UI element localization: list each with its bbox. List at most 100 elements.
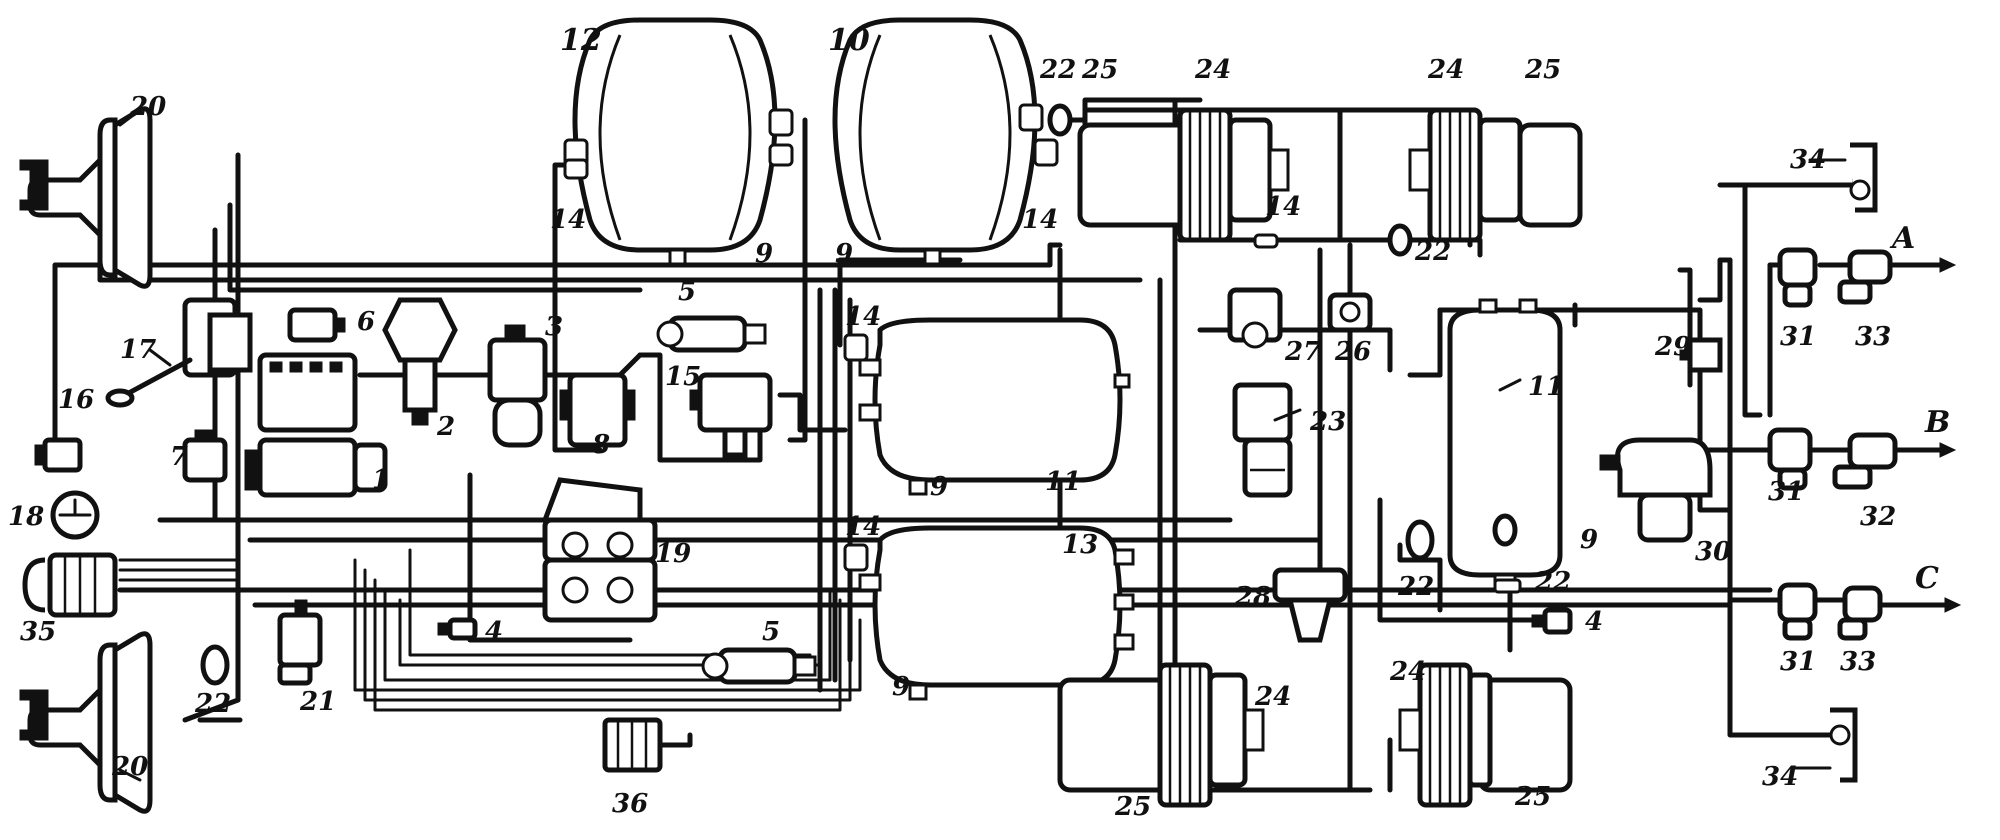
label-22a: 22 <box>1039 55 1076 85</box>
receiver-10 <box>832 17 1038 266</box>
brake-valve <box>541 477 658 623</box>
label-12: 12 <box>560 23 602 58</box>
label-33b: 33 <box>1840 647 1876 677</box>
label-9b: 9 <box>835 239 853 269</box>
label-36: 36 <box>612 789 648 819</box>
label-outlet-c: C <box>1915 561 1939 596</box>
label-24d: 24 <box>1389 657 1426 687</box>
label-18: 18 <box>8 502 44 532</box>
front-brake-chamber-top <box>19 106 153 289</box>
indicator-35 <box>22 552 118 618</box>
brake-light-switch <box>287 307 346 343</box>
label-3: 3 <box>545 312 563 342</box>
release-valve-right <box>1531 607 1573 635</box>
disconnect-valve-mid <box>1767 427 1813 491</box>
label-9a: 9 <box>755 239 773 269</box>
parking-brake-valve <box>105 297 253 408</box>
label-13: 13 <box>1062 530 1098 560</box>
label-29: 29 <box>1654 332 1691 362</box>
label-24a: 24 <box>1194 55 1231 85</box>
label-14d: 14 <box>845 302 881 332</box>
compressor <box>244 352 388 498</box>
label-9c: 9 <box>930 472 948 502</box>
label-14e: 14 <box>845 512 881 542</box>
label-24c: 24 <box>1254 682 1291 712</box>
pressure-regulator <box>382 297 458 426</box>
label-14c: 14 <box>1265 192 1301 222</box>
receiver-11-center <box>858 317 1131 496</box>
label-25d: 25 <box>1514 782 1551 812</box>
front-brake-chamber-bottom <box>19 631 153 814</box>
label-5b: 5 <box>762 617 780 647</box>
control-outlet-front <box>200 644 230 686</box>
spring-brake-top-left <box>1077 107 1290 243</box>
label-25c: 25 <box>1114 792 1151 822</box>
label-32: 32 <box>1860 502 1896 532</box>
label-6: 6 <box>357 307 375 337</box>
label-34b: 34 <box>1762 762 1798 792</box>
label-outlet-b: B <box>1924 405 1950 440</box>
label-14a: 14 <box>550 205 586 235</box>
label-31b: 31 <box>1768 477 1804 507</box>
control-outlets <box>1047 103 1522 594</box>
label-33a: 33 <box>1855 322 1891 352</box>
label-30: 30 <box>1695 537 1731 567</box>
auxiliary-cylinder-bottom <box>701 647 817 685</box>
coupling-head-33-top <box>1837 249 1893 305</box>
label-1: 1 <box>372 465 390 495</box>
receiver-13 <box>858 525 1135 701</box>
label-25a: 25 <box>1081 55 1118 85</box>
label-11b: 11 <box>1528 372 1564 402</box>
component-labels: 1 2 3 4 4 5 5 6 7 8 9 9 9 9 9 10 11 11 1… <box>8 23 1950 822</box>
protection-valve <box>559 372 636 448</box>
label-2: 2 <box>436 412 455 442</box>
spring-brake-bottom-right <box>1398 662 1573 808</box>
trailer-arrows <box>1877 257 1962 613</box>
release-valve-left <box>437 617 478 641</box>
label-14b: 14 <box>1022 205 1058 235</box>
label-31a: 31 <box>1780 322 1816 352</box>
label-4b: 4 <box>1585 607 1603 637</box>
label-25b: 25 <box>1524 55 1561 85</box>
receiver-11-right <box>1447 298 1563 587</box>
valve-27 <box>1227 287 1283 349</box>
label-19: 19 <box>655 539 691 569</box>
label-10: 10 <box>828 23 870 58</box>
label-26: 26 <box>1334 337 1371 367</box>
label-24b: 24 <box>1427 55 1464 85</box>
receiver-12 <box>572 17 778 266</box>
valve-29 <box>1679 337 1723 373</box>
valve-7 <box>182 429 228 483</box>
valve-21 <box>277 599 323 686</box>
label-9e: 9 <box>892 672 910 702</box>
label-9d: 9 <box>1580 525 1598 555</box>
valve-16 <box>34 437 83 473</box>
disconnect-valve-bottom <box>1777 582 1818 641</box>
accelerator-valve-23 <box>1232 382 1293 498</box>
head-bracket-bottom <box>1829 707 1858 783</box>
label-21: 21 <box>299 687 336 717</box>
label-8: 8 <box>591 430 610 460</box>
label-20a: 20 <box>129 92 166 122</box>
label-11a: 11 <box>1045 467 1081 497</box>
valve-15 <box>689 372 773 458</box>
label-22c: 22 <box>1397 572 1434 602</box>
label-15: 15 <box>665 362 701 392</box>
valve-26 <box>1327 292 1373 333</box>
label-20b: 20 <box>111 752 148 782</box>
label-23: 23 <box>1309 407 1346 437</box>
leader-lines <box>118 108 1847 782</box>
disconnect-valve-top <box>1777 247 1818 308</box>
load-regulator <box>1272 567 1348 643</box>
label-16: 16 <box>58 385 94 415</box>
label-5a: 5 <box>678 277 696 307</box>
label-outlet-a: A <box>1889 221 1915 256</box>
trailer-control-valve <box>1599 437 1713 543</box>
spring-brake-top-right <box>1408 107 1583 243</box>
label-27: 27 <box>1284 337 1321 367</box>
label-7: 7 <box>170 442 188 472</box>
label-22d: 22 <box>1534 567 1571 597</box>
label-35: 35 <box>20 617 56 647</box>
coupling-head-32 <box>1832 432 1898 490</box>
